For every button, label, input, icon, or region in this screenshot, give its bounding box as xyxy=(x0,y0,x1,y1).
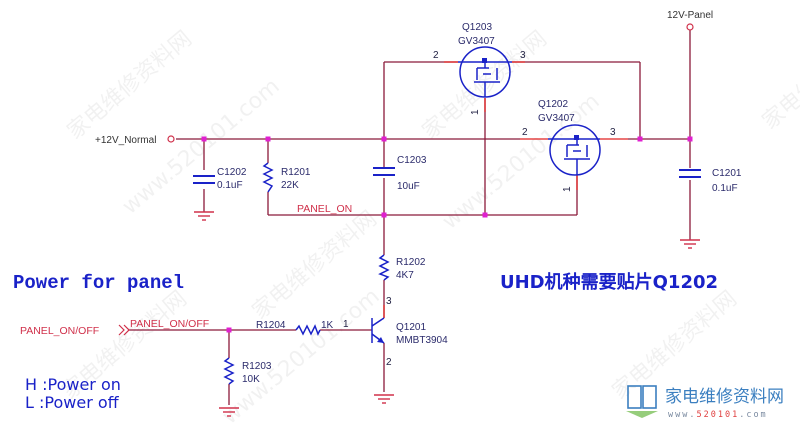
q1203-pin-1: 1 xyxy=(470,109,481,115)
q1202-pin-3: 3 xyxy=(610,127,616,138)
watermark-text-url-3: www.520101.com xyxy=(218,284,385,425)
junction-dot xyxy=(381,212,387,218)
resistor-r1203 xyxy=(223,357,235,385)
port-arrow-icon xyxy=(118,324,130,336)
watermark-text-cn-1: 家电维修资料网 xyxy=(63,26,197,144)
c1201-ref: C1201 xyxy=(712,168,742,179)
q1201-pin-2: 2 xyxy=(386,357,392,368)
ground-icon xyxy=(374,394,394,404)
resistor-r1204 xyxy=(295,324,321,336)
r1204-ref: R1204 xyxy=(256,320,286,331)
watermark-text-cn-5: 家电维修资料网 xyxy=(758,16,800,134)
ground-icon xyxy=(219,407,239,417)
logo-cn-text: 家电维修资料网 xyxy=(665,387,784,407)
r1201-value: 22K xyxy=(281,180,299,191)
legend-high: H :Power on xyxy=(25,375,121,394)
book-base-icon xyxy=(626,411,658,418)
port-12v-panel xyxy=(686,23,694,31)
resistor-r1201 xyxy=(262,162,274,193)
logo-url-prefix: www. xyxy=(668,410,696,420)
q1203-pin-3: 3 xyxy=(520,50,526,61)
q1203-pin-2: 2 xyxy=(433,50,439,61)
c1201-value: 0.1uF xyxy=(712,183,738,194)
r1202-ref: R1202 xyxy=(396,257,426,268)
ground-symbols xyxy=(194,211,700,417)
q1201-pin-1: 1 xyxy=(343,319,349,330)
q1202-pin-1: 1 xyxy=(562,186,573,192)
junction-dot xyxy=(265,136,271,142)
net-label-12v-normal: +12V_Normal xyxy=(95,135,156,146)
book-icon xyxy=(627,385,657,409)
c1202-ref: C1202 xyxy=(217,167,247,178)
r1203-value: 10K xyxy=(242,374,260,385)
q1203-ref: Q1203 xyxy=(462,22,492,33)
q1202-value: GV3407 xyxy=(538,113,575,124)
capacitor-c1202 xyxy=(193,175,215,184)
r1201-ref: R1201 xyxy=(281,167,311,178)
pin-stubs xyxy=(383,61,628,318)
legend-low: L :Power off xyxy=(25,393,120,412)
q1203-arrow-icon xyxy=(482,58,487,63)
q1202-arrow-icon xyxy=(574,135,579,140)
q1202-ref: Q1202 xyxy=(538,99,568,110)
q1201-emitter-arrow-icon xyxy=(377,337,384,343)
capacitor-c1203 xyxy=(373,167,395,176)
diagram-title: Power for panel xyxy=(13,272,184,294)
net-label-12v-panel: 12V-Panel xyxy=(667,10,713,21)
junction-dot xyxy=(201,136,207,142)
ground-icon xyxy=(194,211,214,221)
junction-layer xyxy=(201,136,693,333)
capacitor-c1201 xyxy=(679,169,701,178)
logo-url: www.520101.com xyxy=(668,410,768,420)
bjt-q1201 xyxy=(371,317,385,344)
site-logo: 家电维修资料网 www.520101.com xyxy=(626,385,784,420)
c1203-ref: C1203 xyxy=(397,155,427,166)
q1203-value: GV3407 xyxy=(458,36,495,47)
ground-icon xyxy=(680,239,700,249)
q1201-value: MMBT3904 xyxy=(396,335,448,346)
r1202-value: 4K7 xyxy=(396,270,414,281)
logo-url-suffix: .com xyxy=(739,410,767,420)
c1202-value: 0.1uF xyxy=(217,180,243,191)
q1201-pin-3: 3 xyxy=(386,296,392,307)
port-12v-normal xyxy=(167,135,175,143)
watermark-layer: 家电维修资料网 www.520101.com 家电维修资料网 www.52010… xyxy=(58,16,800,425)
c1203-value: 10uF xyxy=(397,181,420,192)
r1204-value: 1K xyxy=(321,320,334,331)
q1202-pin-2: 2 xyxy=(522,127,528,138)
net-label-panel-on-off: PANEL_ON/OFF xyxy=(130,318,209,330)
junction-dot xyxy=(687,136,693,142)
junction-dot xyxy=(381,136,387,142)
logo-url-number: 520101 xyxy=(696,410,739,420)
junction-dot xyxy=(637,136,643,142)
q1201-ref: Q1201 xyxy=(396,322,426,333)
resistor-r1202 xyxy=(378,254,390,281)
net-label-panel-on: PANEL_ON xyxy=(297,203,352,215)
junction-dot xyxy=(226,327,232,333)
uhd-note: UHD机种需要贴片Q1202 xyxy=(500,271,718,293)
watermark-text-url-1: www.520101.com xyxy=(118,74,285,220)
port-label-panel-on-off: PANEL_ON/OFF xyxy=(20,325,99,337)
wire-layer xyxy=(128,30,691,405)
junction-dot xyxy=(482,212,488,218)
r1203-ref: R1203 xyxy=(242,361,272,372)
